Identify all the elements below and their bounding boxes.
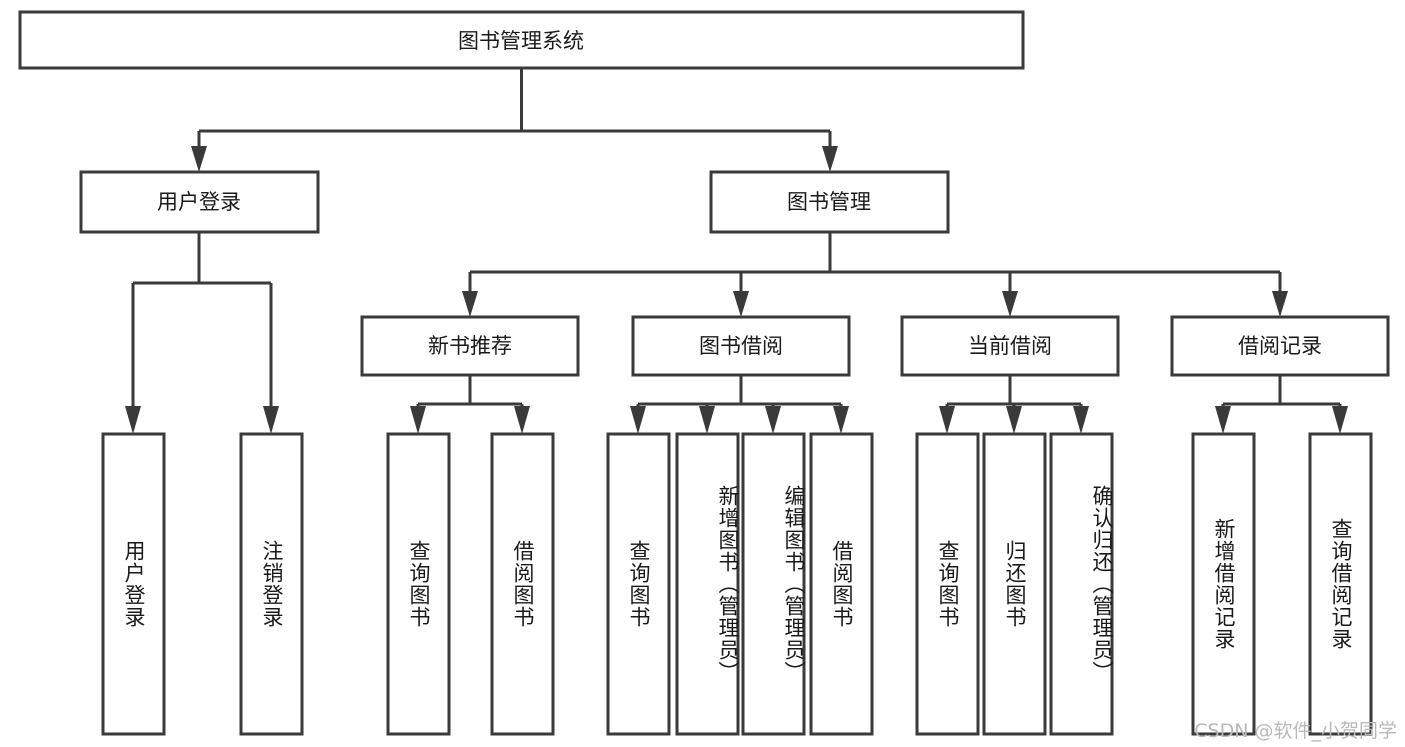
node-box-borrow-record[interactable] [1170,315,1390,377]
arrow-book-borrow [733,291,749,317]
node-box-current-borrow[interactable] [900,315,1120,377]
node-box-leaf-edit-book[interactable] [741,432,806,736]
watermark: CSDN @软件_小贺同学 [1194,720,1397,742]
label-book-borrow: 图书借阅 [699,334,783,358]
arrow-leaf-add-record [1215,406,1231,434]
node-box-leaf-add-book[interactable] [675,432,740,736]
arrow-leaf-query-book-1 [410,406,426,434]
arrow-leaf-query-book-2 [630,406,646,434]
node-box-leaf-query-book-1[interactable] [386,432,451,736]
arrow-to-book-manage [822,146,838,172]
label-user-login: 用户登录 [157,190,241,214]
node-box-root[interactable] [18,10,1025,70]
label-current-borrow: 当前借阅 [968,334,1052,358]
node-label-group: 图书管理系统 用户登录 图书管理 新书推荐 图书借阅 当前借阅 借阅记录 [157,29,1322,358]
arrow-leaf-edit-book [765,406,781,434]
node-box-new-book-recommend[interactable] [360,315,580,377]
node-box-book-manage[interactable] [709,170,950,234]
node-box-leaf-query-record[interactable] [1308,432,1373,736]
arrow-leaf-return-book [1006,406,1022,434]
node-box-leaf-return-book[interactable] [982,432,1047,736]
node-box-leaf-confirm-return[interactable] [1049,432,1114,736]
node-box-leaf-borrow-book-1[interactable] [490,432,555,736]
label-borrow-record: 借阅记录 [1238,334,1322,358]
label-book-manage: 图书管理 [787,190,871,214]
node-box-leaf-query-book-3[interactable] [915,432,980,736]
arrow-leaf-user-logout [263,406,279,434]
connector-group [125,68,1348,434]
arrow-leaf-query-book-3 [939,406,955,434]
arrow-leaf-add-book [699,406,715,434]
arrow-leaf-user-login [125,406,141,434]
node-box-user-login[interactable] [79,170,320,234]
node-box-book-borrow[interactable] [631,315,851,377]
node-box-leaf-borrow-book-2[interactable] [809,432,874,736]
node-box-leaf-add-record[interactable] [1191,432,1256,736]
node-box-leaf-query-book-2[interactable] [606,432,671,736]
node-box-leaf-user-login[interactable] [101,432,166,736]
label-root: 图书管理系统 [458,29,584,53]
node-box-leaf-user-logout[interactable] [239,432,304,736]
arrow-leaf-borrow-book-1 [514,406,530,434]
arrow-new-book-recommend [462,291,478,317]
arrow-leaf-borrow-book-2 [833,406,849,434]
arrow-leaf-query-record [1332,406,1348,434]
node-box-group [18,10,1390,736]
arrow-leaf-confirm-return [1073,406,1089,434]
label-new-book-recommend: 新书推荐 [428,334,512,358]
arrow-current-borrow [1002,291,1018,317]
arrow-to-user-login [191,146,207,172]
arrow-borrow-record [1272,291,1288,317]
